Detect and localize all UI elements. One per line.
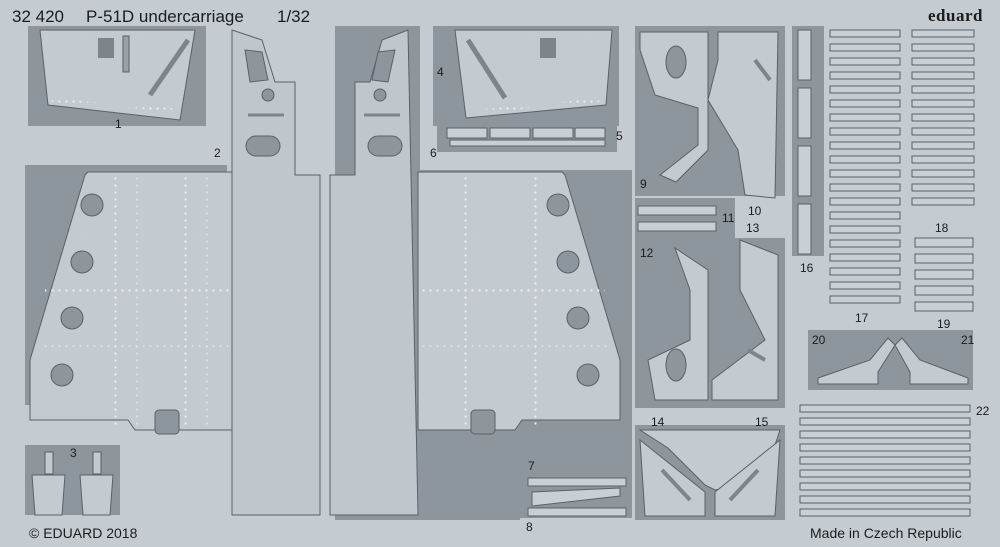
part-4	[454, 29, 613, 119]
eduard-logo: eduard	[928, 6, 983, 25]
part-label-11: 11	[722, 211, 735, 225]
parts-9-10	[639, 31, 779, 199]
part-label-14: 14	[651, 415, 665, 429]
part-22-strips	[799, 404, 971, 517]
scale-label: 1/32	[277, 7, 311, 26]
part-label-8: 8	[526, 520, 533, 534]
copyright-text: © EDUARD 2018	[29, 525, 138, 541]
part-label-16: 16	[800, 261, 814, 275]
strut-right	[329, 29, 419, 516]
part-label-20: 20	[812, 333, 826, 347]
part-label-6: 6	[430, 146, 437, 160]
strut-left	[231, 29, 321, 516]
parts-20-21	[817, 337, 969, 385]
part-label-13: 13	[746, 221, 760, 235]
part-label-4: 4	[437, 65, 444, 79]
part-3	[31, 451, 114, 516]
part-label-12: 12	[640, 246, 654, 260]
product-code: 32 420	[12, 7, 64, 26]
part-5	[446, 127, 606, 147]
part-label-5: 5	[616, 129, 623, 143]
part-label-17: 17	[855, 311, 869, 325]
part-label-10: 10	[748, 204, 762, 218]
part-6	[417, 171, 621, 435]
part-label-9: 9	[640, 177, 647, 191]
part-label-19: 19	[937, 317, 951, 331]
part-1	[39, 29, 196, 121]
part-label-1: 1	[115, 117, 122, 131]
parts-14-15	[638, 429, 781, 517]
part-11	[637, 205, 717, 232]
part-16	[797, 29, 812, 255]
part-label-15: 15	[755, 415, 769, 429]
part-label-22: 22	[976, 404, 990, 418]
part-label-2: 2	[214, 146, 221, 160]
sheet-title: P-51D undercarriage	[86, 7, 244, 26]
part-label-3: 3	[70, 446, 77, 460]
parts-12-13	[647, 239, 779, 401]
part-17-strips	[829, 29, 901, 304]
part-label-18: 18	[935, 221, 949, 235]
part-label-21: 21	[961, 333, 975, 347]
part-label-7: 7	[528, 459, 535, 473]
part-7-8	[527, 477, 627, 517]
origin-text: Made in Czech Republic	[810, 525, 962, 541]
part-18-strips	[911, 29, 975, 206]
part-2	[29, 171, 233, 435]
part-19	[914, 237, 974, 312]
